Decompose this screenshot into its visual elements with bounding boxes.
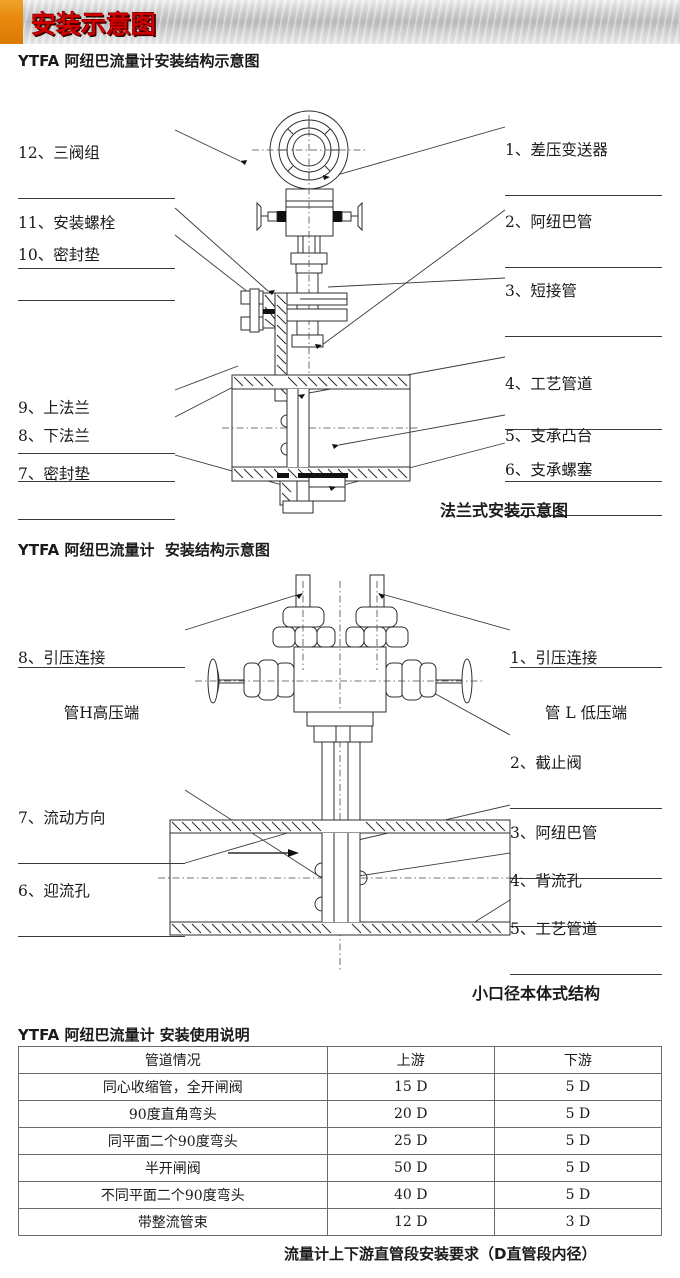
col-header-upstream: 上游: [326, 1046, 495, 1074]
cell-condition: 同心收缩管，全开闸阀: [18, 1073, 328, 1101]
section2-caption: 小口径本体式结构: [472, 984, 601, 1003]
banner-accent-bar: [0, 0, 23, 44]
cell-upstream: 40 D: [326, 1181, 495, 1209]
callout-s2-right-2: 2、截止阀: [510, 717, 662, 810]
cell-downstream: 3 D: [493, 1208, 663, 1236]
table-head: 管道情况 上游 下游: [18, 1046, 663, 1074]
cell-downstream: 5 D: [493, 1100, 663, 1128]
cell-condition: 同平面二个90度弯头: [18, 1127, 328, 1155]
table-row: 90度直角弯头 20 D 5 D: [18, 1100, 663, 1128]
callout-s1-right-5: 5、支承凸台: [505, 390, 662, 483]
cell-upstream: 50 D: [326, 1154, 495, 1182]
small-bore-body-diagram: [0, 575, 680, 975]
callout-s2-left-8: 8、引压连接 管H高压端: [18, 612, 185, 759]
col-header-downstream: 下游: [493, 1046, 663, 1074]
callout-s1-left-9: 9、上法兰: [18, 362, 175, 455]
table-row: 半开闸阀 50 D 5 D: [18, 1154, 663, 1182]
cell-downstream: 5 D: [493, 1127, 663, 1155]
section3-caption: 流量计上下游直管段安装要求（D直管段内径）: [284, 1245, 597, 1263]
table-header-row: 管道情况 上游 下游: [18, 1046, 663, 1074]
banner-title: 安装示意图: [31, 10, 157, 39]
cell-upstream: 25 D: [326, 1127, 495, 1155]
callout-s1-right-3: 3、短接管: [505, 245, 662, 338]
section1-heading: YTFA 阿纽巴流量计安装结构示意图: [18, 52, 260, 70]
callout-s2-right-3: 3、阿纽巴管: [510, 787, 662, 880]
cell-condition: 带整流管束: [18, 1208, 328, 1236]
callout-s2-right-4: 4、背流孔: [510, 835, 662, 928]
section3-heading: YTFA 阿纽巴流量计 安装使用说明: [18, 1026, 250, 1044]
callout-s1-right-6: 6、支承螺塞: [505, 424, 662, 517]
table-row: 同平面二个90度弯头 25 D 5 D: [18, 1127, 663, 1155]
table-body: 同心收缩管，全开闸阀 15 D 5 D 90度直角弯头 20 D 5 D 同平面…: [18, 1073, 663, 1236]
col-header-pipe-condition: 管道情况: [18, 1046, 328, 1074]
straight-pipe-requirements-table: 管道情况 上游 下游 同心收缩管，全开闸阀 15 D 5 D 90度直角弯头 2…: [18, 1046, 663, 1236]
callout-s2-right-5: 5、工艺管道: [510, 883, 662, 976]
cell-upstream: 20 D: [326, 1100, 495, 1128]
page-banner: 安装示意图: [0, 0, 680, 44]
callout-s1-right-1: 1、差压变送器: [505, 104, 662, 197]
cell-condition: 不同平面二个90度弯头: [18, 1181, 328, 1209]
table-row: 同心收缩管，全开闸阀 15 D 5 D: [18, 1073, 663, 1101]
callout-s1-left-11: 11、安装螺栓: [18, 177, 175, 270]
callout-s1-left-7: 7、密封垫: [18, 428, 175, 521]
section2-heading: YTFA 阿纽巴流量计 安装结构示意图: [18, 541, 270, 559]
callout-s2-left-6: 6、迎流孔: [18, 845, 185, 938]
cell-downstream: 5 D: [493, 1181, 663, 1209]
cell-condition: 半开闸阀: [18, 1154, 328, 1182]
callout-s1-left-10: 10、密封垫: [18, 209, 175, 302]
flange-mount-diagram: [0, 95, 680, 515]
cell-condition: 90度直角弯头: [18, 1100, 328, 1128]
callout-s1-left-8: 8、下法兰: [18, 390, 175, 483]
callout-s1-right-4: 4、工艺管道: [505, 338, 662, 431]
section1-caption: 法兰式安装示意图: [440, 501, 569, 520]
callout-s2-left-7: 7、流动方向: [18, 772, 185, 865]
callout-s1-right-2: 2、阿纽巴管: [505, 176, 662, 269]
cell-upstream: 12 D: [326, 1208, 495, 1236]
table-row: 带整流管束 12 D 3 D: [18, 1208, 663, 1236]
cell-upstream: 15 D: [326, 1073, 495, 1101]
cell-downstream: 5 D: [493, 1073, 663, 1101]
cell-downstream: 5 D: [493, 1154, 663, 1182]
callout-s2-right-1: 1、引压连接 管 L 低压端: [510, 612, 662, 759]
callout-s1-left-12: 12、三阀组: [18, 107, 175, 200]
table-row: 不同平面二个90度弯头 40 D 5 D: [18, 1181, 663, 1209]
